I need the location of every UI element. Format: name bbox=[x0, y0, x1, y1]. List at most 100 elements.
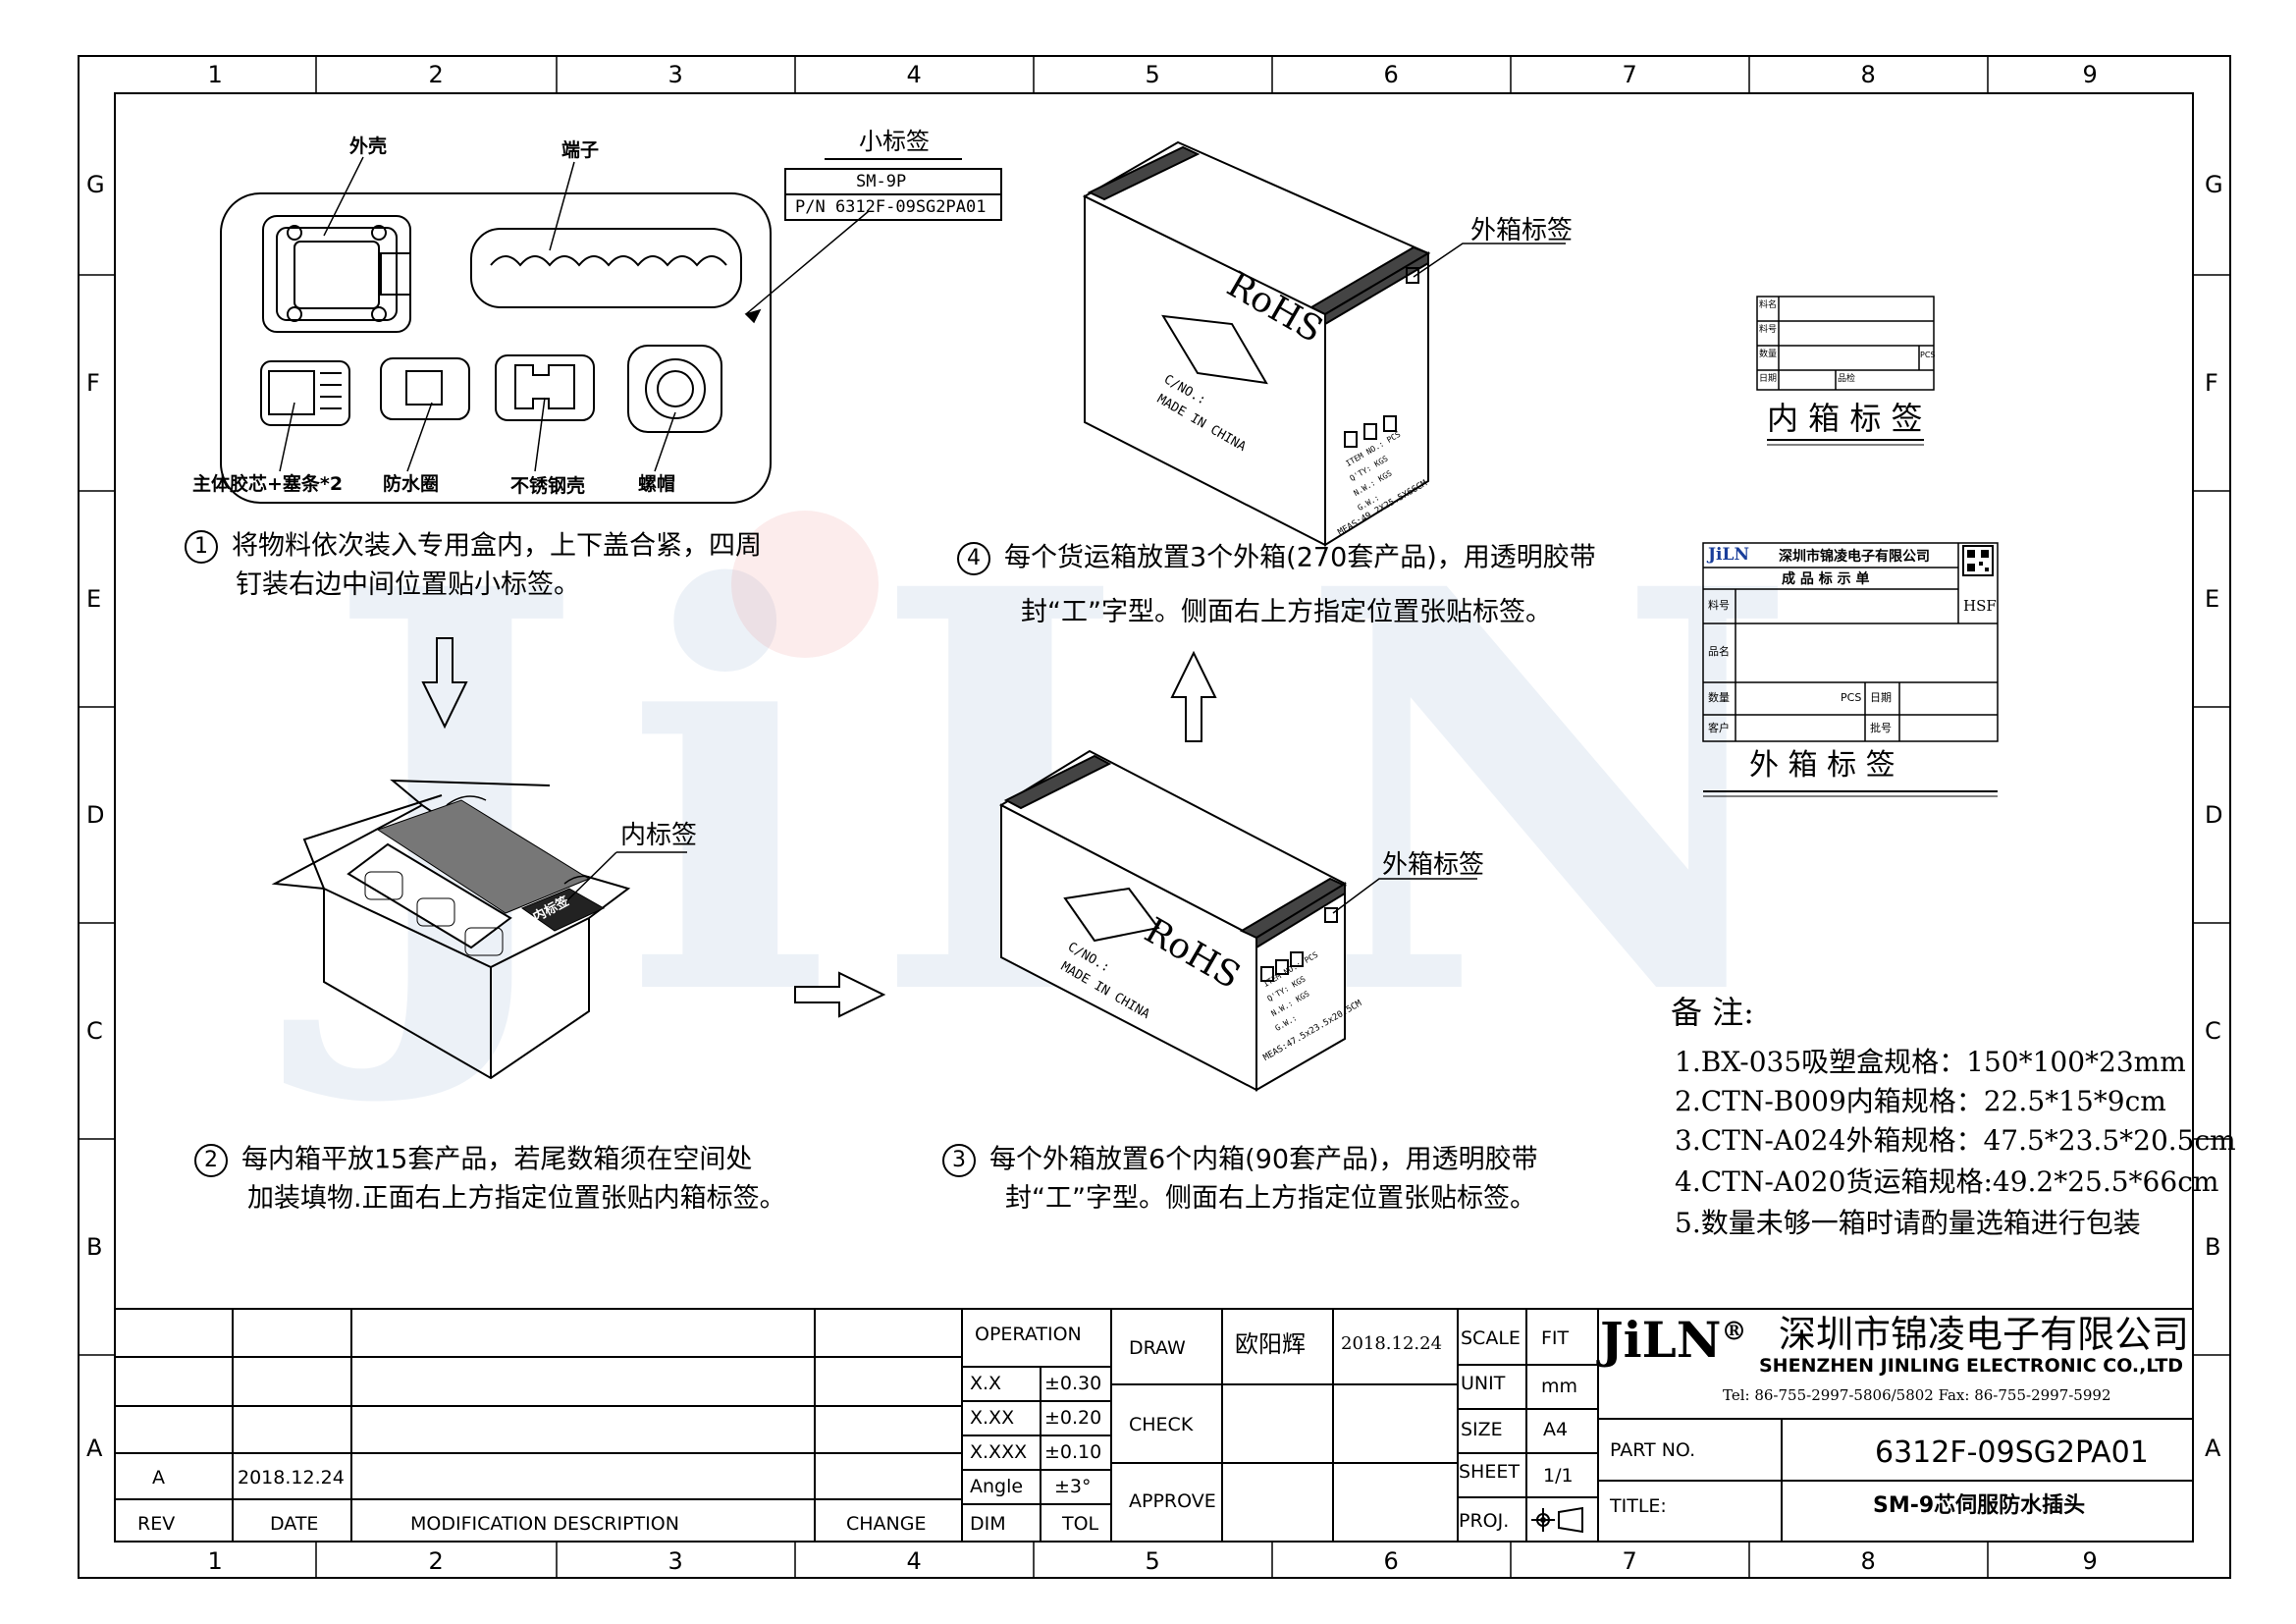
date-value: 2018.12.24 bbox=[238, 1467, 345, 1489]
shipping-box bbox=[1082, 140, 1431, 547]
tol-label: TOL bbox=[1062, 1513, 1099, 1535]
part-no-label: PART NO. bbox=[1610, 1439, 1696, 1461]
inner-card-r4: 日期 bbox=[1759, 374, 1778, 384]
outer-frame bbox=[78, 55, 2231, 1579]
operation-label: OPERATION bbox=[975, 1324, 1082, 1345]
notes-title: 备 注: bbox=[1671, 994, 1754, 1031]
drawing-title: SM-9芯伺服防水插头 bbox=[1873, 1493, 2086, 1518]
step2-line2: 加装填物.正面右上方指定位置张贴内箱标签。 bbox=[247, 1183, 786, 1214]
size-label: SIZE bbox=[1461, 1419, 1503, 1440]
size-value: A4 bbox=[1543, 1419, 1569, 1440]
grid-col-label: 4 bbox=[906, 1547, 922, 1575]
inner-card-pcs: PCS bbox=[1920, 351, 1936, 359]
unit-label: UNIT bbox=[1461, 1373, 1506, 1394]
grid-row-label: F bbox=[2205, 369, 2218, 397]
label-inner-tag: 内标签 bbox=[620, 821, 698, 850]
op-val: ±0.30 bbox=[1044, 1373, 1102, 1394]
label-terminal: 端子 bbox=[561, 139, 600, 161]
grid-row-label: B bbox=[2205, 1233, 2221, 1261]
proj-label: PROJ. bbox=[1459, 1510, 1510, 1532]
step1-line1: 将物料依次装入专用盒内，上下盖合紧，四周 bbox=[232, 530, 762, 562]
grid-col-label: 3 bbox=[667, 1547, 683, 1575]
grid-col-label: 1 bbox=[207, 1547, 223, 1575]
grid-row-label: C bbox=[86, 1017, 103, 1045]
up-arrow bbox=[1170, 650, 1217, 742]
inner-card-r2: 料号 bbox=[1759, 325, 1778, 335]
label-steel: 不锈钢壳 bbox=[510, 475, 586, 497]
outer-label-card bbox=[1702, 542, 1999, 797]
grid-col-label: 5 bbox=[1145, 61, 1160, 88]
op-val: ±0.20 bbox=[1044, 1407, 1102, 1429]
step3-instruction: 3 每个外箱放置6个内箱(90套产品)，用透明胶带 bbox=[942, 1144, 1538, 1177]
grid-col-label: 1 bbox=[207, 61, 223, 88]
grid-row-label: G bbox=[86, 170, 105, 198]
watermark-dot bbox=[731, 511, 879, 658]
draw-date: 2018.12.24 bbox=[1341, 1333, 1443, 1354]
scale-value: FIT bbox=[1541, 1327, 1570, 1349]
outer-card-qty: 数量 bbox=[1708, 691, 1730, 704]
draw-label: DRAW bbox=[1129, 1337, 1186, 1359]
note-item: 2.CTN-B009内箱规格：22.5*15*9cm bbox=[1675, 1085, 2166, 1117]
grid-col-label: 7 bbox=[1622, 1547, 1637, 1575]
outer-box bbox=[998, 749, 1348, 1092]
label-nut: 螺帽 bbox=[638, 473, 676, 495]
rev-value: A bbox=[152, 1467, 165, 1489]
modification-header: MODIFICATION DESCRIPTION bbox=[410, 1513, 679, 1535]
inner-card-r3: 数量 bbox=[1759, 350, 1778, 359]
outer-card-customer: 客户 bbox=[1708, 722, 1730, 734]
part-no-value: 6312F-09SG2PA01 bbox=[1875, 1435, 2149, 1470]
outer-card-hsf: HSF bbox=[1963, 597, 1997, 615]
label-small-tag: 小标签 bbox=[859, 128, 930, 155]
dim-label: DIM bbox=[970, 1513, 1006, 1535]
step4-line2: 封“工”字型。侧面右上方指定位置张贴标签。 bbox=[1021, 597, 1552, 627]
outer-card-caption: 外 箱 标 签 bbox=[1749, 748, 1896, 783]
op-val: ±0.10 bbox=[1044, 1441, 1102, 1463]
grid-row-label: A bbox=[86, 1435, 103, 1462]
outer-card-batch: 批号 bbox=[1870, 722, 1892, 734]
qr-code-icon bbox=[1962, 545, 1994, 576]
rev-header: REV bbox=[137, 1513, 176, 1535]
date-header: DATE bbox=[270, 1513, 319, 1535]
grid-col-label: 9 bbox=[2082, 61, 2098, 88]
grid-col-label: 2 bbox=[428, 1547, 444, 1575]
approve-label: APPROVE bbox=[1129, 1490, 1216, 1512]
title-label: TITLE: bbox=[1610, 1495, 1667, 1517]
step4-line1: 每个货运箱放置3个外箱(270套产品)，用透明胶带 bbox=[1004, 542, 1596, 573]
registered-mark: ® bbox=[1721, 1317, 1747, 1347]
grid-row-label: C bbox=[2205, 1017, 2221, 1045]
outer-card-company: 深圳市锦凌电子有限公司 bbox=[1779, 549, 1930, 565]
grid-col-label: 7 bbox=[1622, 61, 1637, 88]
tag-line-1: SM-9P bbox=[856, 172, 907, 191]
note-item: 1.BX-035吸塑盒规格：150*100*23mm bbox=[1675, 1046, 2186, 1078]
title-block-lines bbox=[115, 1308, 2193, 1542]
inner-label-card bbox=[1756, 296, 1935, 446]
step1-line2: 钉装右边中间位置贴小标签。 bbox=[236, 569, 580, 600]
company-contact: Tel: 86-755-2997-5806/5802 Fax: 86-755-2… bbox=[1723, 1386, 2111, 1404]
op-key: X.XX bbox=[970, 1407, 1015, 1429]
grid-col-label: 8 bbox=[1860, 1547, 1876, 1575]
change-header: CHANGE bbox=[846, 1513, 927, 1535]
company-name-en: SHENZHEN JINLING ELECTRONIC CO.,LTD bbox=[1759, 1355, 2184, 1377]
company-name-cn: 深圳市锦凌电子有限公司 bbox=[1779, 1313, 2190, 1356]
step-number: 2 bbox=[194, 1144, 228, 1177]
label-shell: 外壳 bbox=[349, 135, 388, 157]
label-ring: 防水圈 bbox=[383, 473, 440, 495]
company-logo-text: JiLN bbox=[1600, 1311, 1722, 1369]
grid-col-label: 3 bbox=[667, 61, 683, 88]
company-logo: JiLN® bbox=[1600, 1316, 1747, 1365]
note-item: 4.CTN-A020货运箱规格:49.2*25.5*66cm bbox=[1675, 1165, 2219, 1198]
drawer-name: 欧阳辉 bbox=[1235, 1330, 1306, 1358]
label-core: 主体胶芯+塞条*2 bbox=[192, 473, 344, 495]
inner-card-check: 品检 bbox=[1838, 374, 1856, 384]
note-item: 3.CTN-A024外箱规格：47.5*23.5*20.5cm bbox=[1675, 1124, 2236, 1157]
check-label: CHECK bbox=[1129, 1414, 1194, 1435]
unit-value: mm bbox=[1541, 1376, 1578, 1397]
step3-line1: 每个外箱放置6个内箱(90套产品)，用透明胶带 bbox=[989, 1144, 1538, 1175]
step-number: 3 bbox=[942, 1144, 976, 1177]
down-arrow bbox=[421, 637, 468, 730]
grid-row-label: E bbox=[86, 585, 102, 613]
